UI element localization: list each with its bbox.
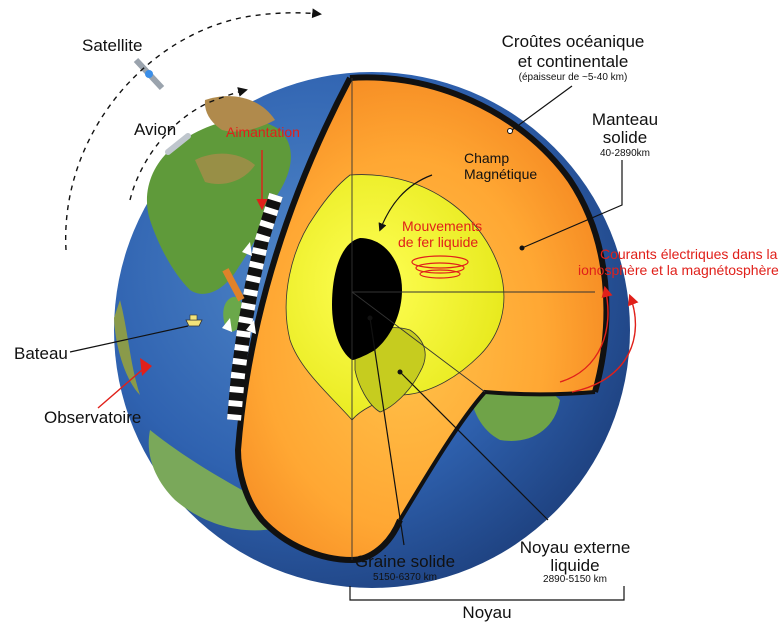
label-noyau-ext-sub: 2890-5150 km xyxy=(510,574,640,585)
label-bateau: Bateau xyxy=(14,344,68,364)
noyau-ext-pin xyxy=(398,370,403,375)
label-noyau: Noyau xyxy=(437,603,537,623)
label-courants-1: Courants électriques dans la xyxy=(600,246,777,262)
label-croutes-sub: (épaisseur de ~5-40 km) xyxy=(498,72,648,83)
croutes-leader xyxy=(512,86,572,130)
label-avion: Avion xyxy=(134,120,176,140)
label-noyau-ext-1: Noyau externe xyxy=(510,538,640,558)
label-mouvements-2: de fer liquide xyxy=(398,234,478,250)
label-courants-2: ionosphère et la magnétosphère xyxy=(578,262,779,278)
label-champ-2: Magnétique xyxy=(464,166,537,182)
label-mouvements-1: Mouvements xyxy=(402,218,482,234)
label-croutes-title-2: et continentale xyxy=(498,52,648,72)
croutes-pin xyxy=(508,129,513,134)
label-manteau-sub: 40-2890km xyxy=(580,148,670,159)
manteau-pin xyxy=(520,246,525,251)
label-champ-1: Champ xyxy=(464,150,509,166)
graine-pin xyxy=(368,316,373,321)
label-manteau-title-2: solide xyxy=(580,128,670,148)
label-observatoire: Observatoire xyxy=(44,408,141,428)
label-graine-title: Graine solide xyxy=(340,552,470,572)
label-noyau-ext-2: liquide xyxy=(510,556,640,576)
label-aimantation: Aimantation xyxy=(226,124,300,140)
label-satellite: Satellite xyxy=(82,36,142,56)
label-croutes-title-1: Croûtes océanique xyxy=(498,32,648,52)
label-manteau-title-1: Manteau xyxy=(580,110,670,130)
label-graine-sub: 5150-6370 km xyxy=(340,572,470,583)
noyau-bracket xyxy=(350,586,624,600)
